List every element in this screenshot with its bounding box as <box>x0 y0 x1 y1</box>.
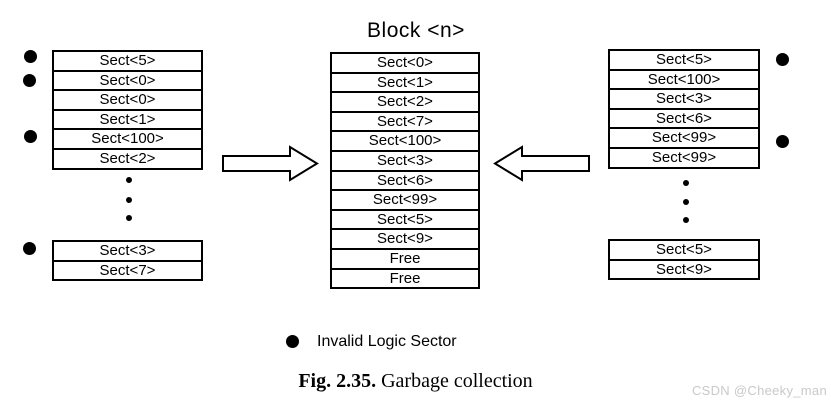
ellipsis-dot-icon <box>126 197 132 203</box>
sector-cell: Sect<3> <box>608 88 760 110</box>
sector-cell: Sect<0> <box>330 52 480 74</box>
invalid-sector-icon <box>24 130 37 143</box>
ellipsis-dot-icon <box>683 217 689 223</box>
sector-cell: Sect<0> <box>52 69 203 92</box>
sector-cell: Sect<1> <box>330 71 480 94</box>
sector-cell: Sect<5> <box>52 50 203 72</box>
sector-cell: Sect<5> <box>608 239 760 261</box>
legend-label: Invalid Logic Sector <box>317 333 457 350</box>
free-cell: Free <box>330 267 480 290</box>
block-title: Block <n> <box>367 19 465 42</box>
arrow-left-icon <box>493 145 590 182</box>
ellipsis-dot-icon <box>126 177 132 183</box>
figure-number: Fig. 2.35. <box>298 370 377 392</box>
sector-cell: Sect<9> <box>608 258 760 281</box>
sector-cell: Sect<2> <box>52 147 203 170</box>
invalid-sector-icon <box>776 135 789 148</box>
invalid-sector-icon <box>24 50 37 63</box>
figure-title: Garbage collection <box>381 370 533 392</box>
sector-cell: Sect<100> <box>52 128 203 150</box>
sector-cell: Sect<2> <box>330 91 480 113</box>
sector-cell: Sect<9> <box>330 228 480 250</box>
right-source-block: Sect<5> Sect<100> Sect<3> Sect<6> Sect<9… <box>608 49 760 169</box>
left-source-block: Sect<5> Sect<0> Sect<0> Sect<1> Sect<100… <box>52 50 203 170</box>
figure-caption: Fig. 2.35.Garbage collection <box>0 370 831 393</box>
sector-cell: Sect<5> <box>608 49 760 71</box>
invalid-sector-icon <box>776 53 789 66</box>
left-source-block-bottom: Sect<3> Sect<7> <box>52 240 203 282</box>
ellipsis-dot-icon <box>126 215 132 221</box>
sector-cell: Sect<99> <box>608 146 760 169</box>
invalid-sector-icon <box>286 335 299 348</box>
watermark: CSDN @Cheeky_man <box>691 383 827 398</box>
sector-cell: Sect<3> <box>52 240 203 262</box>
invalid-sector-icon <box>23 74 36 87</box>
sector-cell: Sect<99> <box>330 189 480 211</box>
free-cell: Free <box>330 247 480 270</box>
target-block: Sect<0> Sect<1> Sect<2> Sect<7> Sect<100… <box>330 52 480 290</box>
sector-cell: Sect<100> <box>608 68 760 91</box>
sector-cell: Sect<6> <box>330 169 480 192</box>
sector-cell: Sect<100> <box>330 130 480 152</box>
sector-cell: Sect<0> <box>52 89 203 111</box>
sector-cell: Sect<7> <box>330 110 480 133</box>
right-source-block-bottom: Sect<5> Sect<9> <box>608 239 760 281</box>
sector-cell: Sect<1> <box>52 108 203 131</box>
arrow-right-icon <box>222 145 319 182</box>
sector-cell: Sect<5> <box>330 208 480 231</box>
sector-cell: Sect<3> <box>330 149 480 172</box>
invalid-sector-icon <box>23 242 36 255</box>
sector-cell: Sect<6> <box>608 107 760 130</box>
sector-cell: Sect<7> <box>52 259 203 282</box>
ellipsis-dot-icon <box>683 199 689 205</box>
sector-cell: Sect<99> <box>608 127 760 149</box>
ellipsis-dot-icon <box>683 180 689 186</box>
